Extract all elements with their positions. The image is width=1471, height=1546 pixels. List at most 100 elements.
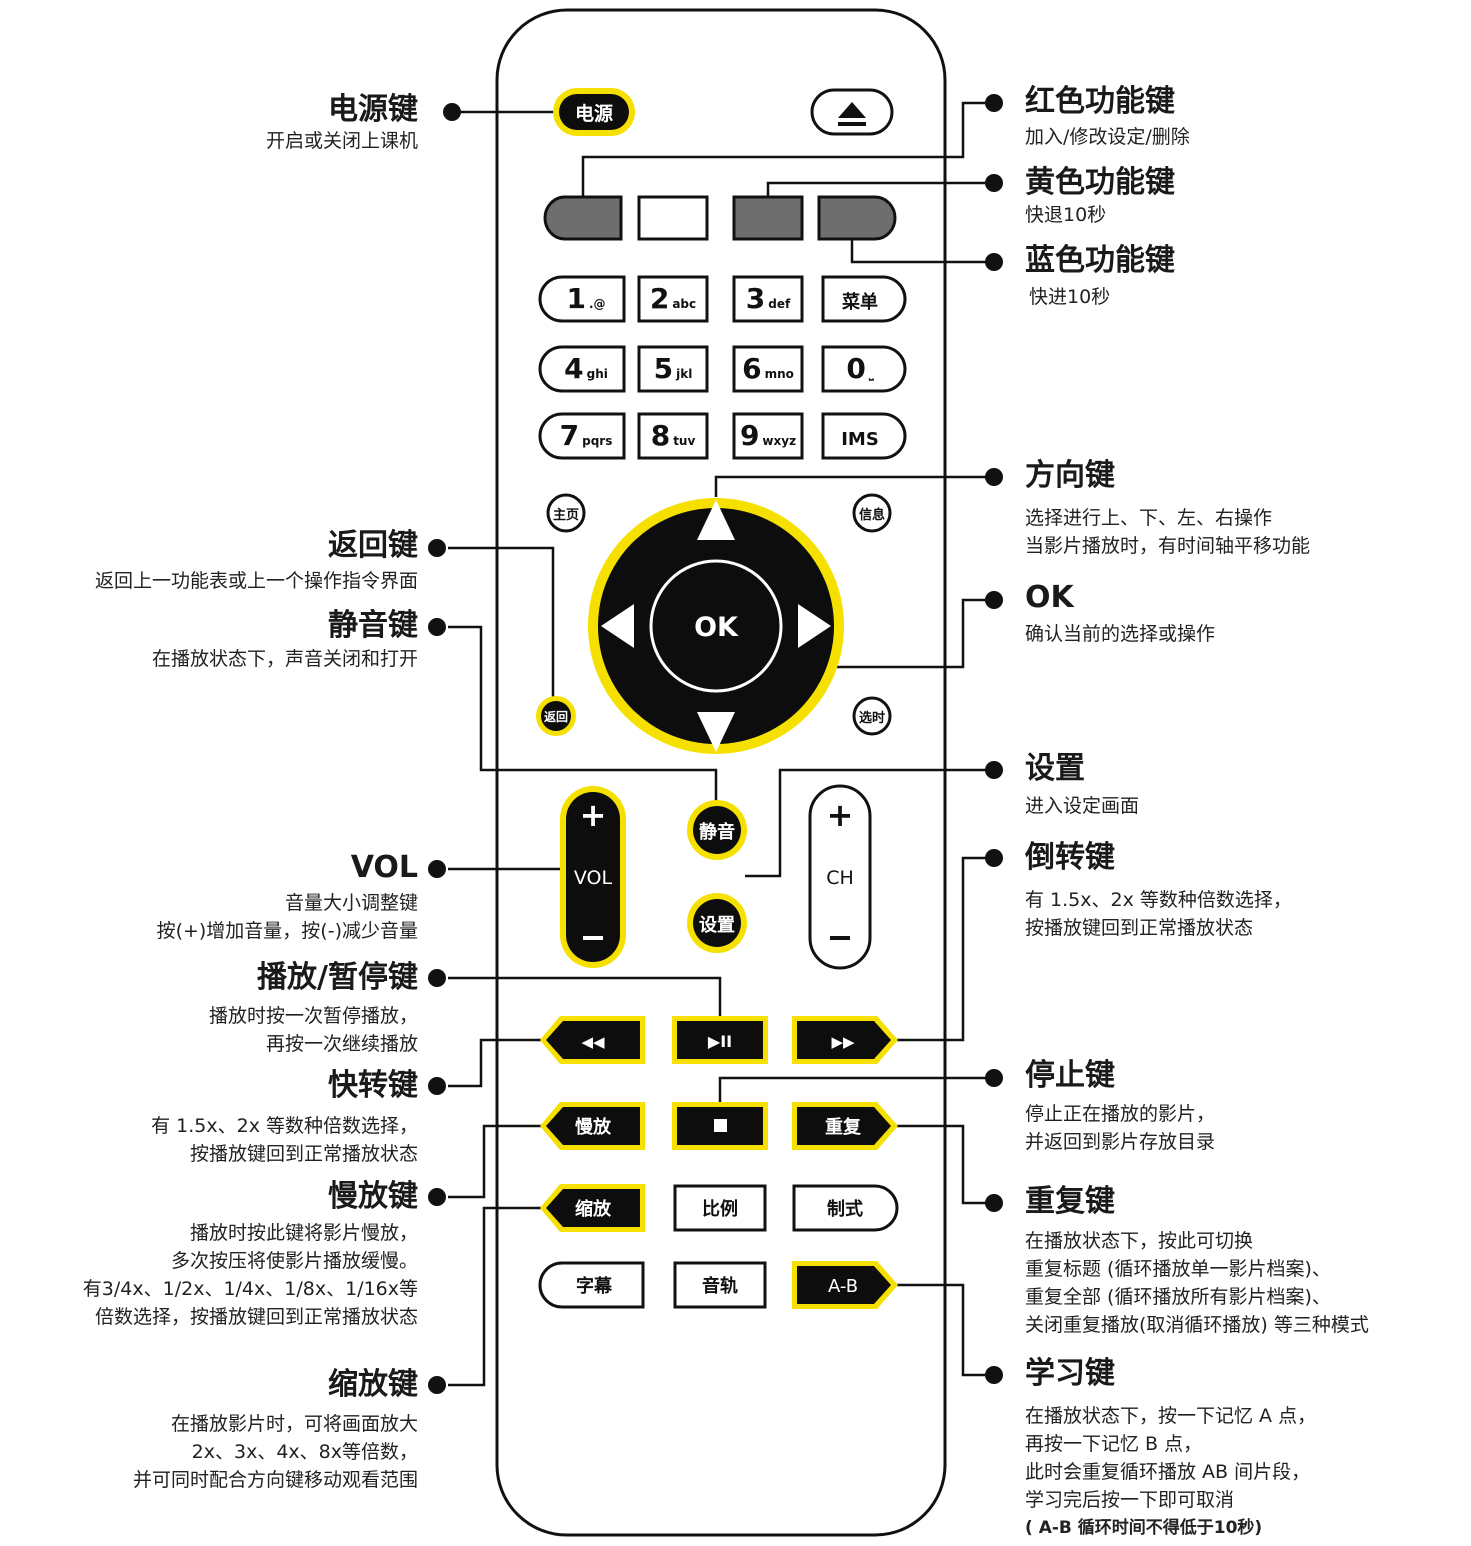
- left-arrow-icon[interactable]: [601, 604, 634, 648]
- connector-dot: [428, 969, 446, 987]
- num-key-label: IMS: [841, 429, 879, 450]
- back-key-desc: 返回上一功能表或上一个操作指令界面: [94, 570, 418, 592]
- volume-down-button[interactable]: [583, 936, 603, 940]
- mute-button[interactable]: 静音: [687, 800, 747, 860]
- blue-key-desc: 快进10秒: [1029, 286, 1111, 308]
- connector-dot: [428, 1188, 446, 1206]
- num-key-1[interactable]: 1.@: [538, 275, 626, 323]
- channel-up-button[interactable]: +: [827, 796, 854, 834]
- select-time-button[interactable]: 选时: [852, 696, 892, 736]
- rewind-button[interactable]: ◀◀: [540, 1016, 645, 1064]
- subtitle-button-label: 字幕: [576, 1275, 613, 1297]
- eject-button[interactable]: [810, 88, 894, 136]
- format-button[interactable]: 制式: [792, 1184, 899, 1232]
- ab-repeat-button[interactable]: A-B: [792, 1261, 898, 1309]
- num-key-IMS[interactable]: IMS: [821, 412, 907, 460]
- back-button[interactable]: 返回: [536, 696, 576, 736]
- power-key-desc: 开启或关闭上课机: [265, 130, 418, 152]
- num-key-label: 1.@: [566, 282, 605, 315]
- down-arrow-icon[interactable]: [697, 712, 735, 752]
- rewind-key-title: 倒转键: [1025, 840, 1115, 875]
- direction-key-title: 方向键: [1025, 458, 1115, 493]
- setup-key-title: 设置: [1025, 751, 1085, 786]
- slow-key-desc: 播放时按此键将影片慢放，多次按压将使影片播放缓慢。 有3/4x、1/2x、1/4…: [82, 1222, 418, 1328]
- blue-key-title: 蓝色功能键: [1025, 243, 1175, 278]
- play-pause-icon: ▶II: [708, 1032, 732, 1051]
- power-button[interactable]: 电源: [553, 88, 635, 136]
- connector-dot: [428, 1376, 446, 1394]
- learn-key-title: 学习键: [1025, 1356, 1115, 1391]
- connector-dot: [985, 94, 1003, 112]
- yellow-key-title: 黄色功能键: [1025, 165, 1175, 200]
- fast-forward-button[interactable]: ▶▶: [792, 1016, 898, 1064]
- ratio-button[interactable]: 比例: [673, 1184, 767, 1232]
- right-arrow-icon[interactable]: [798, 604, 831, 648]
- power-button-label: 电源: [575, 102, 613, 125]
- vol-key-desc: 音量大小调整键按(+)增加音量，按(-)减少音量: [156, 892, 418, 942]
- subtitle-button[interactable]: 字幕: [538, 1261, 645, 1309]
- red-function-button[interactable]: [543, 195, 623, 241]
- ok-button-label: OK: [694, 612, 739, 643]
- ch-label: CH: [826, 867, 854, 889]
- slow-button[interactable]: 慢放: [540, 1102, 645, 1150]
- mute-button-label: 静音: [699, 821, 735, 843]
- connector-dot: [985, 761, 1003, 779]
- play-pause-button[interactable]: ▶II: [672, 1016, 768, 1064]
- connector-dot: [985, 849, 1003, 867]
- yellow-function-button[interactable]: [732, 195, 804, 241]
- rewind-key-desc: 有 1.5x、2x 等数种倍数选择，按播放键回到正常播放状态: [1025, 889, 1292, 939]
- blue-function-button[interactable]: [817, 195, 897, 241]
- fast-forward-icon: ▶▶: [831, 1033, 855, 1051]
- up-arrow-icon[interactable]: [697, 500, 735, 540]
- connector-dot: [985, 591, 1003, 609]
- select-time-button-label: 选时: [859, 710, 885, 726]
- home-button[interactable]: 主页: [546, 493, 586, 533]
- zoom-button[interactable]: 缩放: [540, 1184, 645, 1232]
- connector-dot: [985, 468, 1003, 486]
- repeat-button[interactable]: 重复: [792, 1102, 898, 1150]
- red-key-title: 红色功能键: [1025, 84, 1175, 119]
- format-button-label: 制式: [827, 1198, 863, 1220]
- power-key-title: 电源键: [328, 92, 418, 127]
- ratio-button-label: 比例: [702, 1198, 738, 1220]
- num-key-菜单[interactable]: 菜单: [821, 275, 907, 323]
- ok-button[interactable]: OK: [649, 559, 783, 693]
- zoom-key-title: 缩放键: [328, 1367, 418, 1402]
- num-key-0[interactable]: 0⎵: [821, 345, 907, 393]
- audio-track-button[interactable]: 音轨: [673, 1261, 767, 1309]
- play-key-title: 播放/暂停键: [257, 960, 418, 995]
- setup-button[interactable]: 设置: [687, 893, 747, 953]
- learn-key-desc: 在播放状态下，按一下记忆 A 点，再按一下记忆 B 点， 此时会重复循环播放 A…: [1025, 1402, 1316, 1542]
- mute-key-title: 静音键: [328, 608, 418, 643]
- ok-key-title: OK: [1025, 580, 1074, 615]
- repeat-button-label: 重复: [825, 1116, 862, 1138]
- channel-down-button[interactable]: [830, 936, 850, 940]
- white-function-button[interactable]: [637, 195, 709, 241]
- connector-dot: [428, 618, 446, 636]
- slow-button-label: 慢放: [575, 1116, 612, 1138]
- info-button[interactable]: 信息: [852, 493, 892, 533]
- volume-up-button[interactable]: +: [580, 796, 607, 834]
- volume-rocker: + VOL: [560, 786, 626, 968]
- eject-icon: [838, 102, 866, 118]
- slow-key-title: 慢放键: [328, 1179, 418, 1214]
- stop-button[interactable]: [672, 1102, 768, 1150]
- ffwd-key-title: 快转键: [328, 1068, 418, 1103]
- connector-dot: [428, 1077, 446, 1095]
